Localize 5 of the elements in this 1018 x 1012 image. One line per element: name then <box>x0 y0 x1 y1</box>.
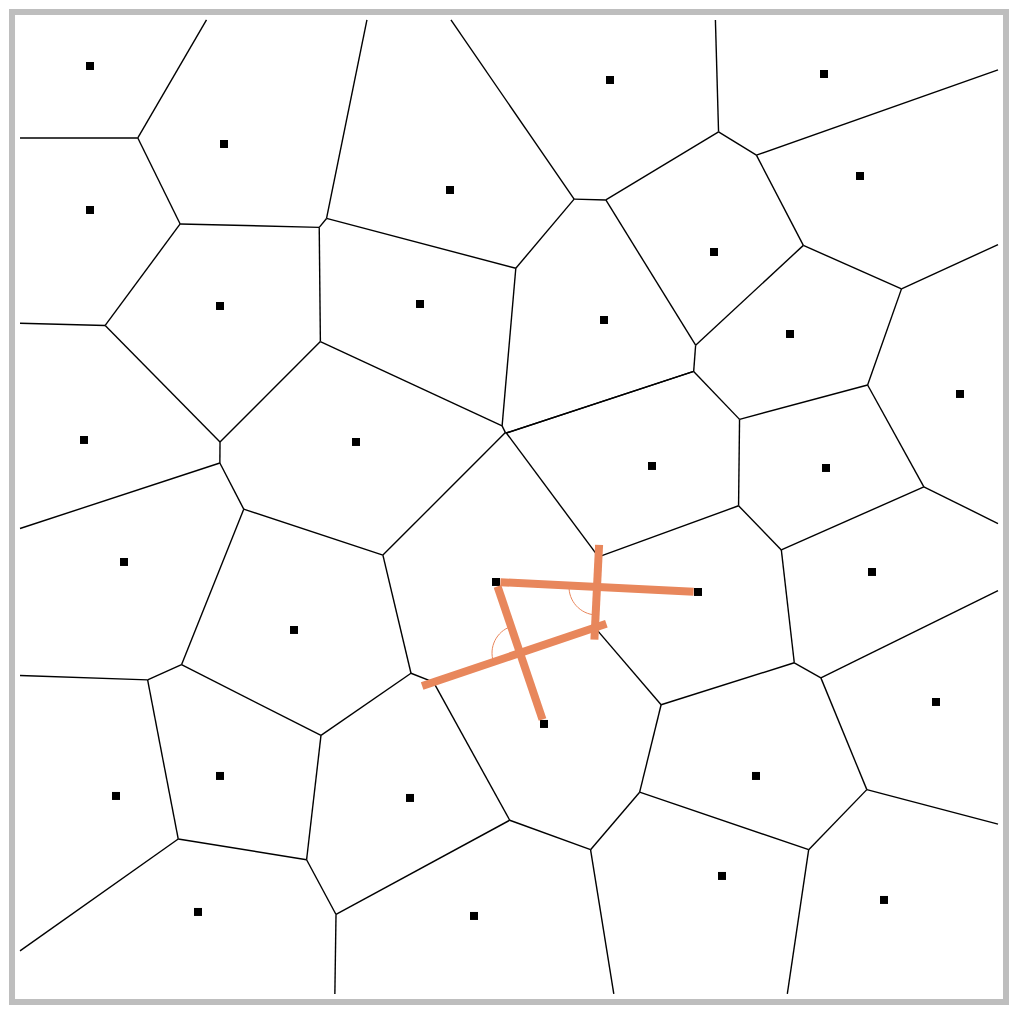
seed-point <box>540 719 548 728</box>
seed-point <box>694 587 702 596</box>
seed-point <box>492 577 500 586</box>
line-segment <box>493 585 547 721</box>
line-segment <box>500 578 694 596</box>
